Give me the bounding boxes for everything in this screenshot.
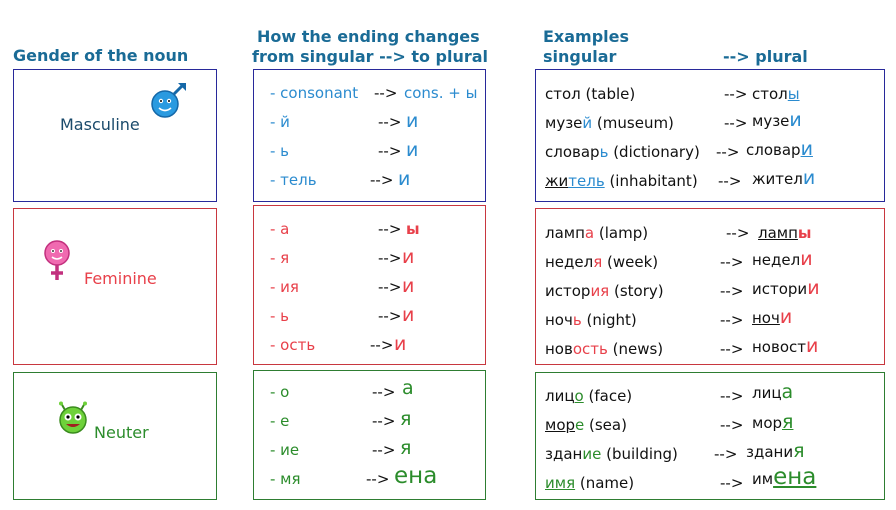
masculine-example-singular: словарь (dictionary) [545,143,700,161]
masculine-example-plural: столы [752,85,800,103]
feminine-example-arrow: --> [720,253,744,271]
examples-header: Examples [543,27,630,46]
neuter-label: Neuter [94,423,149,442]
masculine-example-arrow: --> [716,143,740,161]
neuter-example-arrow: --> [714,445,738,463]
neuter-example-plural: имена [752,464,817,490]
feminine-example-plural: истории [752,277,820,299]
masculine-example-singular: стол (table) [545,85,636,103]
masculine-examples-box: стол (table) --> столы музей (museum) --… [535,69,885,202]
masculine-example-singular: житель (inhabitant) [545,172,698,190]
feminine-example-singular: неделя (week) [545,253,659,271]
masculine-example-singular: музей (museum) [545,114,674,132]
ending-header-line2: from singular --> to plural [252,47,489,66]
masculine-gender-box: Masculine [13,69,217,202]
neuter-example-singular: лицо (face) [545,387,633,405]
green-alien-face-icon [59,401,87,434]
feminine-example-plural: ночи [752,306,793,328]
ending-header-line1: How the ending changes [257,27,480,46]
feminine-example-singular: новость (news) [545,340,664,358]
examples-singular-header: singular [543,47,617,66]
neuter-example-singular: здание (building) [545,445,678,463]
neuter-example-arrow: --> [720,474,744,492]
masculine-example-plural: словари [746,138,813,160]
masculine-example-plural: музеи [752,109,802,131]
neuter-endings-box: - о --> а - е --> я - ие --> я - мя --> … [253,370,486,500]
feminine-example-singular: история (story) [545,282,664,300]
masculine-example-arrow: --> [718,172,742,190]
masculine-example-plural: жители [752,167,816,189]
neuter-example-singular: море (sea) [545,416,627,434]
feminine-gender-box: Feminine [13,208,217,365]
female-symbol-face-icon [44,240,70,280]
neuter-example-plural: лица [752,381,794,403]
feminine-examples-box: лампа (lamp) --> лампы неделя (week) -->… [535,208,885,365]
male-symbol-face-icon [151,83,186,118]
neuter-example-arrow: --> [720,387,744,405]
examples-plural-header: --> plural [723,47,808,66]
feminine-example-plural: лампы [758,224,812,242]
masculine-example-arrow: --> [724,85,748,103]
neuter-gender-box: Neuter [13,372,217,500]
gender-header: Gender of the noun [13,46,189,65]
feminine-example-plural: недели [752,248,813,270]
feminine-example-plural: новости [752,335,819,357]
neuter-example-plural: здания [746,440,805,462]
neuter-example-plural: моря [752,411,794,433]
masculine-label: Masculine [60,115,140,134]
masculine-endings-box: - consonant --> cons. + ы - й --> и - ь … [253,69,486,202]
neuter-example-singular: имя (name) [545,474,635,492]
masculine-example-arrow: --> [724,114,748,132]
feminine-example-arrow: --> [720,340,744,358]
neuter-example-arrow: --> [720,416,744,434]
feminine-example-arrow: --> [726,224,750,242]
feminine-label: Feminine [84,269,157,288]
feminine-example-arrow: --> [720,282,744,300]
feminine-example-singular: ночь (night) [545,311,637,329]
feminine-endings-box: - а --> ы - я --> и - ия --> и - ь --> и… [253,205,486,365]
feminine-example-arrow: --> [720,311,744,329]
neuter-examples-box: лицо (face) --> лица море (sea) --> моря… [535,372,885,500]
feminine-example-singular: лампа (lamp) [545,224,649,242]
